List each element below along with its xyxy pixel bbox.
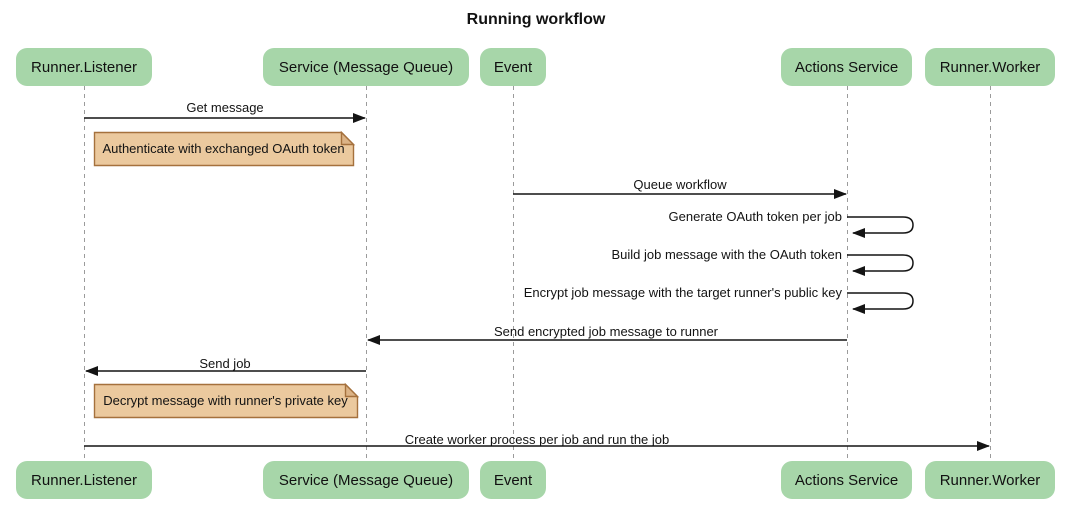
actor-bottom-service-message-queue: Service (Message Queue) <box>263 461 469 499</box>
selfloop-generate-oauth-token <box>847 216 914 238</box>
label-build-job-message: Build job message with the OAuth token <box>611 247 842 262</box>
message-arrows <box>84 113 990 451</box>
actor-top-actions-service: Actions Service <box>781 48 912 86</box>
actor-top-event: Event <box>480 48 546 86</box>
selfloop-build-job-message <box>847 254 914 276</box>
label-create-worker-process: Create worker process per job and run th… <box>404 432 670 447</box>
note-authenticate-fold <box>340 130 356 146</box>
label-send-job: Send job <box>199 356 251 371</box>
actor-bottom-runner-worker: Runner.Worker <box>925 461 1055 499</box>
label-get-message: Get message <box>186 100 264 115</box>
lifelines <box>84 86 991 462</box>
actor-top-service-message-queue: Service (Message Queue) <box>263 48 469 86</box>
note-decrypt-private-key: Decrypt message with runner's private ke… <box>103 393 348 408</box>
actor-bottom-runner-listener: Runner.Listener <box>16 461 152 499</box>
selfloop-encrypt-job-message <box>847 292 914 314</box>
label-generate-oauth-token: Generate OAuth token per job <box>668 209 842 224</box>
actor-bottom-actions-service: Actions Service <box>781 461 912 499</box>
note-decrypt-fold <box>344 382 360 398</box>
label-send-encrypted-job-message: Send encrypted job message to runner <box>493 324 719 339</box>
actor-top-runner-worker: Runner.Worker <box>925 48 1055 86</box>
diagram-title: Running workflow <box>466 11 606 28</box>
label-queue-workflow: Queue workflow <box>633 177 727 192</box>
note-authenticate-shape <box>93 131 355 167</box>
note-decrypt-shape <box>93 383 359 419</box>
label-encrypt-job-message: Encrypt job message with the target runn… <box>523 285 842 300</box>
note-shapes <box>93 130 360 419</box>
note-authenticate-oauth: Authenticate with exchanged OAuth token <box>102 141 345 156</box>
actor-top-runner-listener: Runner.Listener <box>16 48 152 86</box>
actor-bottom-event: Event <box>480 461 546 499</box>
